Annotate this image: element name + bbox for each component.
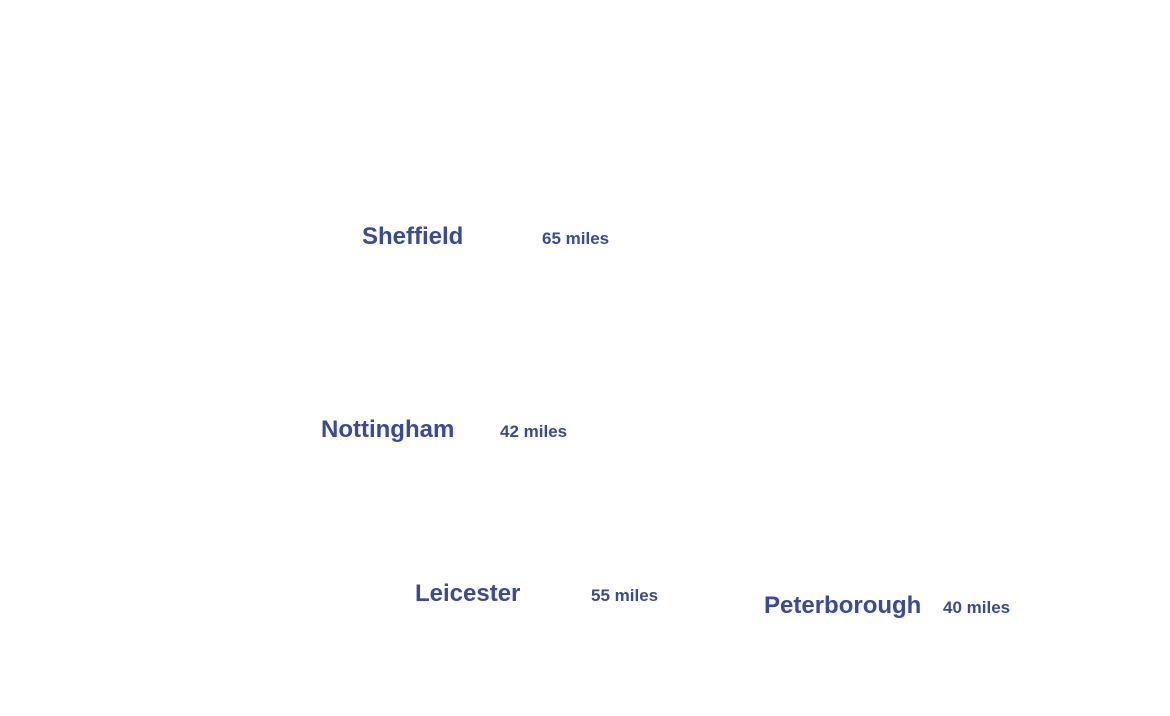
- city-name: Nottingham: [321, 416, 455, 443]
- distance-label: 65 miles: [542, 229, 610, 248]
- distance-label: 40 miles: [943, 598, 1011, 617]
- city-name: Peterborough: [764, 592, 922, 619]
- city-name: Sheffield: [362, 223, 464, 250]
- distance-label: 42 miles: [500, 422, 568, 441]
- city-name: Leicester: [415, 580, 521, 607]
- distance-label: 55 miles: [591, 586, 659, 605]
